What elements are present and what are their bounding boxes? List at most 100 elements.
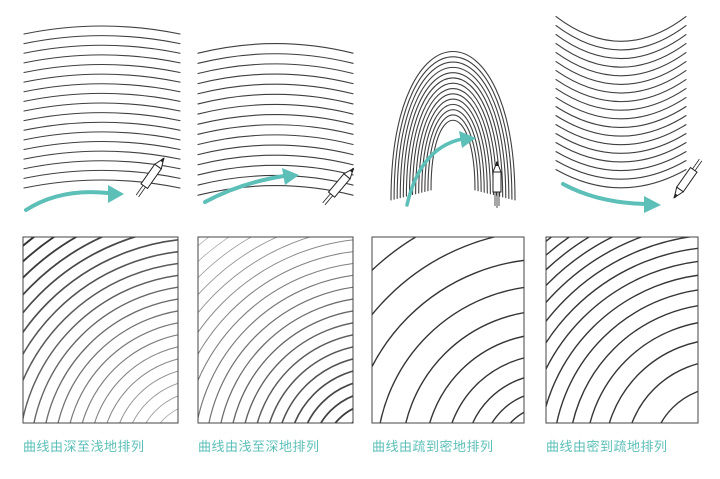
hatch-line	[393, 56, 513, 200]
hatch-line	[132, 382, 178, 423]
hatch-line	[519, 428, 549, 458]
hatch-line	[451, 357, 524, 423]
hatch-line	[572, 305, 698, 423]
hatch-line	[259, 168, 549, 458]
sketch-arch-3	[390, 51, 516, 201]
hatch-line	[631, 363, 698, 423]
hatch-line	[23, 112, 181, 122]
hatch-line	[23, 274, 178, 423]
hatch-line	[23, 54, 181, 64]
hatch-line	[405, 312, 524, 423]
hatch-line	[197, 43, 354, 54]
hatch-line	[23, 83, 181, 93]
hatch-line	[197, 93, 354, 105]
hatch-line	[23, 237, 79, 280]
hatch-line	[81, 334, 178, 423]
hatch-line	[145, 395, 178, 423]
hatch-line	[555, 151, 687, 172]
hatch-line	[197, 144, 354, 156]
hatch-line	[546, 274, 698, 410]
right-arrow-icon	[24, 185, 124, 212]
hatch-line	[197, 124, 354, 135]
hatch-line	[546, 237, 553, 243]
hatch-line	[589, 322, 698, 423]
example-frame	[371, 236, 525, 424]
hatch-line	[197, 63, 354, 75]
hatch-line	[555, 106, 687, 128]
hatch-line	[220, 298, 353, 423]
hatch-line	[433, 168, 720, 458]
hatch-line	[334, 407, 353, 423]
example-frame	[22, 236, 179, 424]
hatch-line	[546, 237, 644, 304]
hatch-line	[555, 169, 687, 189]
example-dark-to-light	[0, 168, 203, 458]
pencil-icon	[492, 160, 502, 208]
hatch-line	[555, 70, 687, 94]
hatch-line	[555, 160, 687, 180]
right-arrow-icon	[203, 168, 299, 204]
hatch-line	[23, 179, 181, 189]
hatch-line	[23, 63, 181, 74]
example-light-to-dark	[198, 237, 353, 423]
example-frame	[197, 236, 354, 424]
hatch-line	[198, 263, 353, 382]
hatch-line	[306, 382, 353, 423]
hatch-line	[415, 93, 491, 195]
caption-sparse-to-dense: 曲线由疏到密地排列	[372, 440, 494, 455]
hatch-line	[408, 82, 498, 196]
hatch-line	[198, 237, 230, 263]
example-dense-to-sparse	[433, 168, 720, 458]
sketch-arch-1	[23, 25, 181, 189]
hatch-line	[0, 168, 203, 458]
hatch-line	[555, 115, 687, 137]
hatch-line	[418, 98, 488, 194]
hatch-line	[555, 25, 687, 51]
hatch-line	[555, 133, 687, 154]
hatch-line	[197, 53, 354, 64]
hatch-line	[430, 119, 476, 191]
hatch-line	[379, 286, 524, 423]
hatch-line	[555, 142, 687, 163]
hatch-line	[33, 286, 178, 423]
example-frame	[545, 236, 699, 424]
hatch-line	[23, 150, 181, 160]
hatch-line	[555, 16, 687, 42]
hatch-line	[23, 44, 181, 54]
hatch-line	[23, 73, 181, 83]
hatch-line	[208, 286, 353, 423]
hatch-line	[244, 322, 353, 423]
hatch-line	[424, 109, 482, 193]
hatch-line	[546, 260, 698, 371]
hatch-line	[402, 72, 504, 198]
hatch-line	[23, 262, 178, 383]
hatch-line	[390, 51, 516, 201]
hatch-line	[23, 250, 178, 356]
hatch-line	[198, 237, 210, 247]
hatch-line	[556, 289, 698, 423]
hatch-line	[57, 310, 178, 423]
pencil-icon	[322, 167, 355, 206]
caption-dark-to-light: 曲线由深至浅地排列	[23, 440, 145, 455]
hatch-line	[411, 87, 495, 196]
hatch-line	[703, 438, 720, 458]
hatch-line	[555, 124, 687, 146]
hatch-line	[197, 73, 354, 85]
hatch-line	[372, 237, 498, 316]
right-arrow-icon	[561, 182, 661, 213]
hatch-line	[45, 298, 178, 423]
hatch-line	[546, 237, 571, 257]
hatch-line	[197, 83, 354, 95]
hatch-line	[23, 237, 56, 263]
hatch-line	[429, 335, 524, 423]
sketch-bowl-4	[555, 16, 687, 189]
hatch-line	[232, 310, 353, 423]
hatch-line	[159, 408, 178, 423]
hatch-line	[23, 121, 181, 131]
hatch-line	[23, 35, 181, 45]
hatch-line	[293, 370, 353, 423]
hatch-line	[546, 237, 695, 323]
hatch-line	[372, 259, 524, 369]
hatch-line	[197, 134, 354, 146]
